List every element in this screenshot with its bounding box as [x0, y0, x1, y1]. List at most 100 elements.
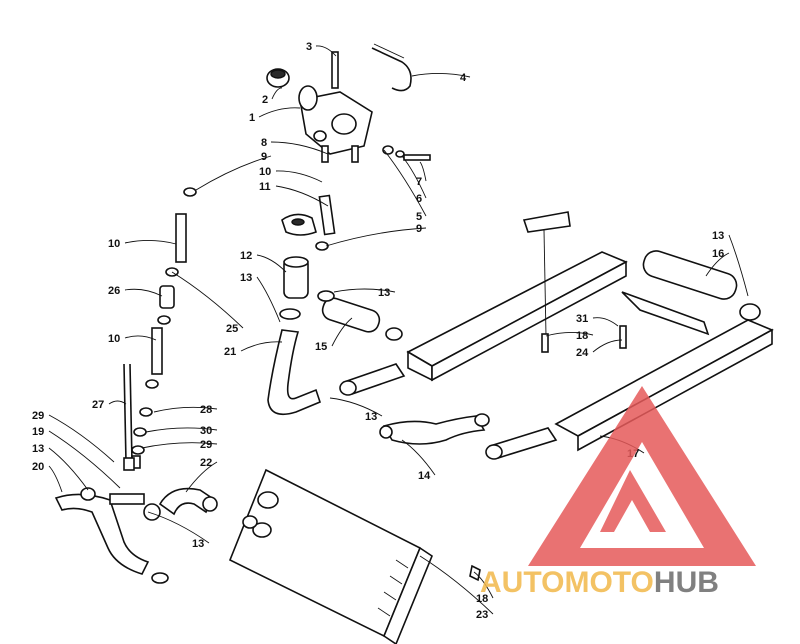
leader-c10c	[124, 335, 157, 341]
callout-c4: 4	[460, 72, 467, 84]
callout-c13d: 13	[192, 538, 204, 550]
leader-c15	[331, 317, 353, 347]
callout-c13b: 13	[378, 287, 390, 299]
callout-c2: 2	[262, 94, 268, 106]
fastener-18	[541, 333, 549, 353]
svg-text:AUTOMOTOHUB: AUTOMOTOHUB	[480, 566, 719, 599]
callout-c11: 11	[259, 181, 271, 193]
callout-c21: 21	[224, 346, 236, 358]
callout-c10a: 10	[259, 166, 271, 178]
upper-hose-assembly	[123, 145, 359, 471]
hose-20	[54, 493, 150, 575]
hose-16	[642, 250, 761, 321]
callout-c9a: 9	[261, 151, 267, 163]
callout-c13c: 13	[32, 443, 44, 455]
callout-c12: 12	[240, 250, 252, 262]
filler-neck-housing	[298, 51, 373, 155]
callout-c9b: 9	[416, 223, 422, 235]
leader-c25	[171, 271, 244, 329]
leader-c9a	[195, 155, 272, 191]
callout-c22: 22	[200, 457, 212, 469]
fastener-24	[619, 325, 627, 349]
callout-c28: 28	[200, 404, 212, 416]
foam-pad	[522, 211, 571, 233]
callout-c18a: 18	[576, 330, 588, 342]
callout-c24: 24	[576, 347, 589, 359]
callout-c8: 8	[261, 137, 267, 149]
callout-c25: 25	[226, 323, 238, 335]
leader-c13d	[147, 511, 210, 544]
leader-c14	[401, 439, 436, 476]
hose-22	[158, 487, 213, 516]
leader-c27	[108, 400, 127, 405]
callout-c1: 1	[249, 112, 255, 124]
leader-c28	[153, 406, 218, 413]
leader-c30	[145, 427, 218, 433]
leader-c22	[185, 461, 218, 493]
leader-c10b	[124, 240, 177, 245]
leader-c13c	[48, 447, 89, 491]
leader-c3a	[315, 45, 337, 57]
overflow-tube	[371, 47, 412, 92]
callout-c26: 26	[108, 285, 120, 297]
leader-c13a	[256, 276, 281, 323]
leader-lines	[48, 45, 749, 615]
leader-c21	[240, 341, 283, 352]
crossover-panel	[621, 291, 710, 336]
callout-c13e: 13	[365, 411, 377, 423]
callout-c30: 30	[200, 425, 212, 437]
callout-c13f: 13	[712, 230, 724, 242]
callout-c29a: 29	[32, 410, 44, 422]
leader-c9b	[325, 227, 427, 247]
leader-c12	[256, 254, 287, 273]
leader-c29a	[48, 414, 115, 463]
leader-c26	[124, 288, 163, 297]
radiator	[228, 468, 433, 644]
callout-c19: 19	[32, 426, 44, 438]
pressure-cap	[266, 68, 290, 88]
callout-c13a: 13	[240, 272, 252, 284]
callout-c5: 5	[416, 211, 422, 223]
drawing-layer	[54, 43, 774, 644]
leader-c11	[275, 185, 329, 207]
watermark-triangle-icon	[528, 386, 756, 566]
callout-c29b: 29	[200, 439, 212, 451]
leader-c5	[383, 149, 427, 217]
leader-c24	[592, 339, 623, 353]
callout-c7: 7	[416, 176, 422, 188]
thermostat-cap	[281, 213, 317, 236]
leader-c19	[48, 430, 121, 489]
thermostat-housing	[279, 256, 309, 320]
leader-c23	[419, 555, 494, 615]
callout-c14: 14	[418, 470, 431, 482]
leader-c18b	[473, 571, 494, 599]
leader-c10a	[275, 170, 323, 183]
callout-c10b: 10	[108, 238, 120, 250]
callout-c23: 23	[476, 609, 488, 621]
leader-c4	[411, 73, 471, 78]
callout-c16: 16	[712, 248, 724, 260]
bolt-washer-group	[382, 145, 431, 161]
leader-c31	[592, 317, 619, 327]
leader-c20	[48, 465, 63, 493]
leader-c13b	[333, 288, 396, 293]
hose-14	[382, 415, 486, 445]
watermark-word-hub: HUB	[654, 566, 719, 599]
callout-c27: 27	[92, 399, 104, 411]
heat-exchanger-left-rail	[339, 251, 628, 396]
leader-c6	[401, 155, 427, 199]
callout-c3a: 3	[306, 41, 312, 53]
callout-c10c: 10	[108, 333, 120, 345]
leader-c13f	[728, 234, 749, 297]
callout-c15: 15	[315, 341, 327, 353]
leader-c2	[271, 87, 283, 100]
leader-c7	[419, 161, 427, 182]
callout-c18b: 18	[476, 593, 488, 605]
leader-c13e	[329, 397, 383, 417]
leader-c16	[705, 252, 730, 277]
leader-c1	[258, 107, 301, 118]
callout-c6: 6	[416, 193, 422, 205]
callout-c31: 31	[576, 313, 588, 325]
